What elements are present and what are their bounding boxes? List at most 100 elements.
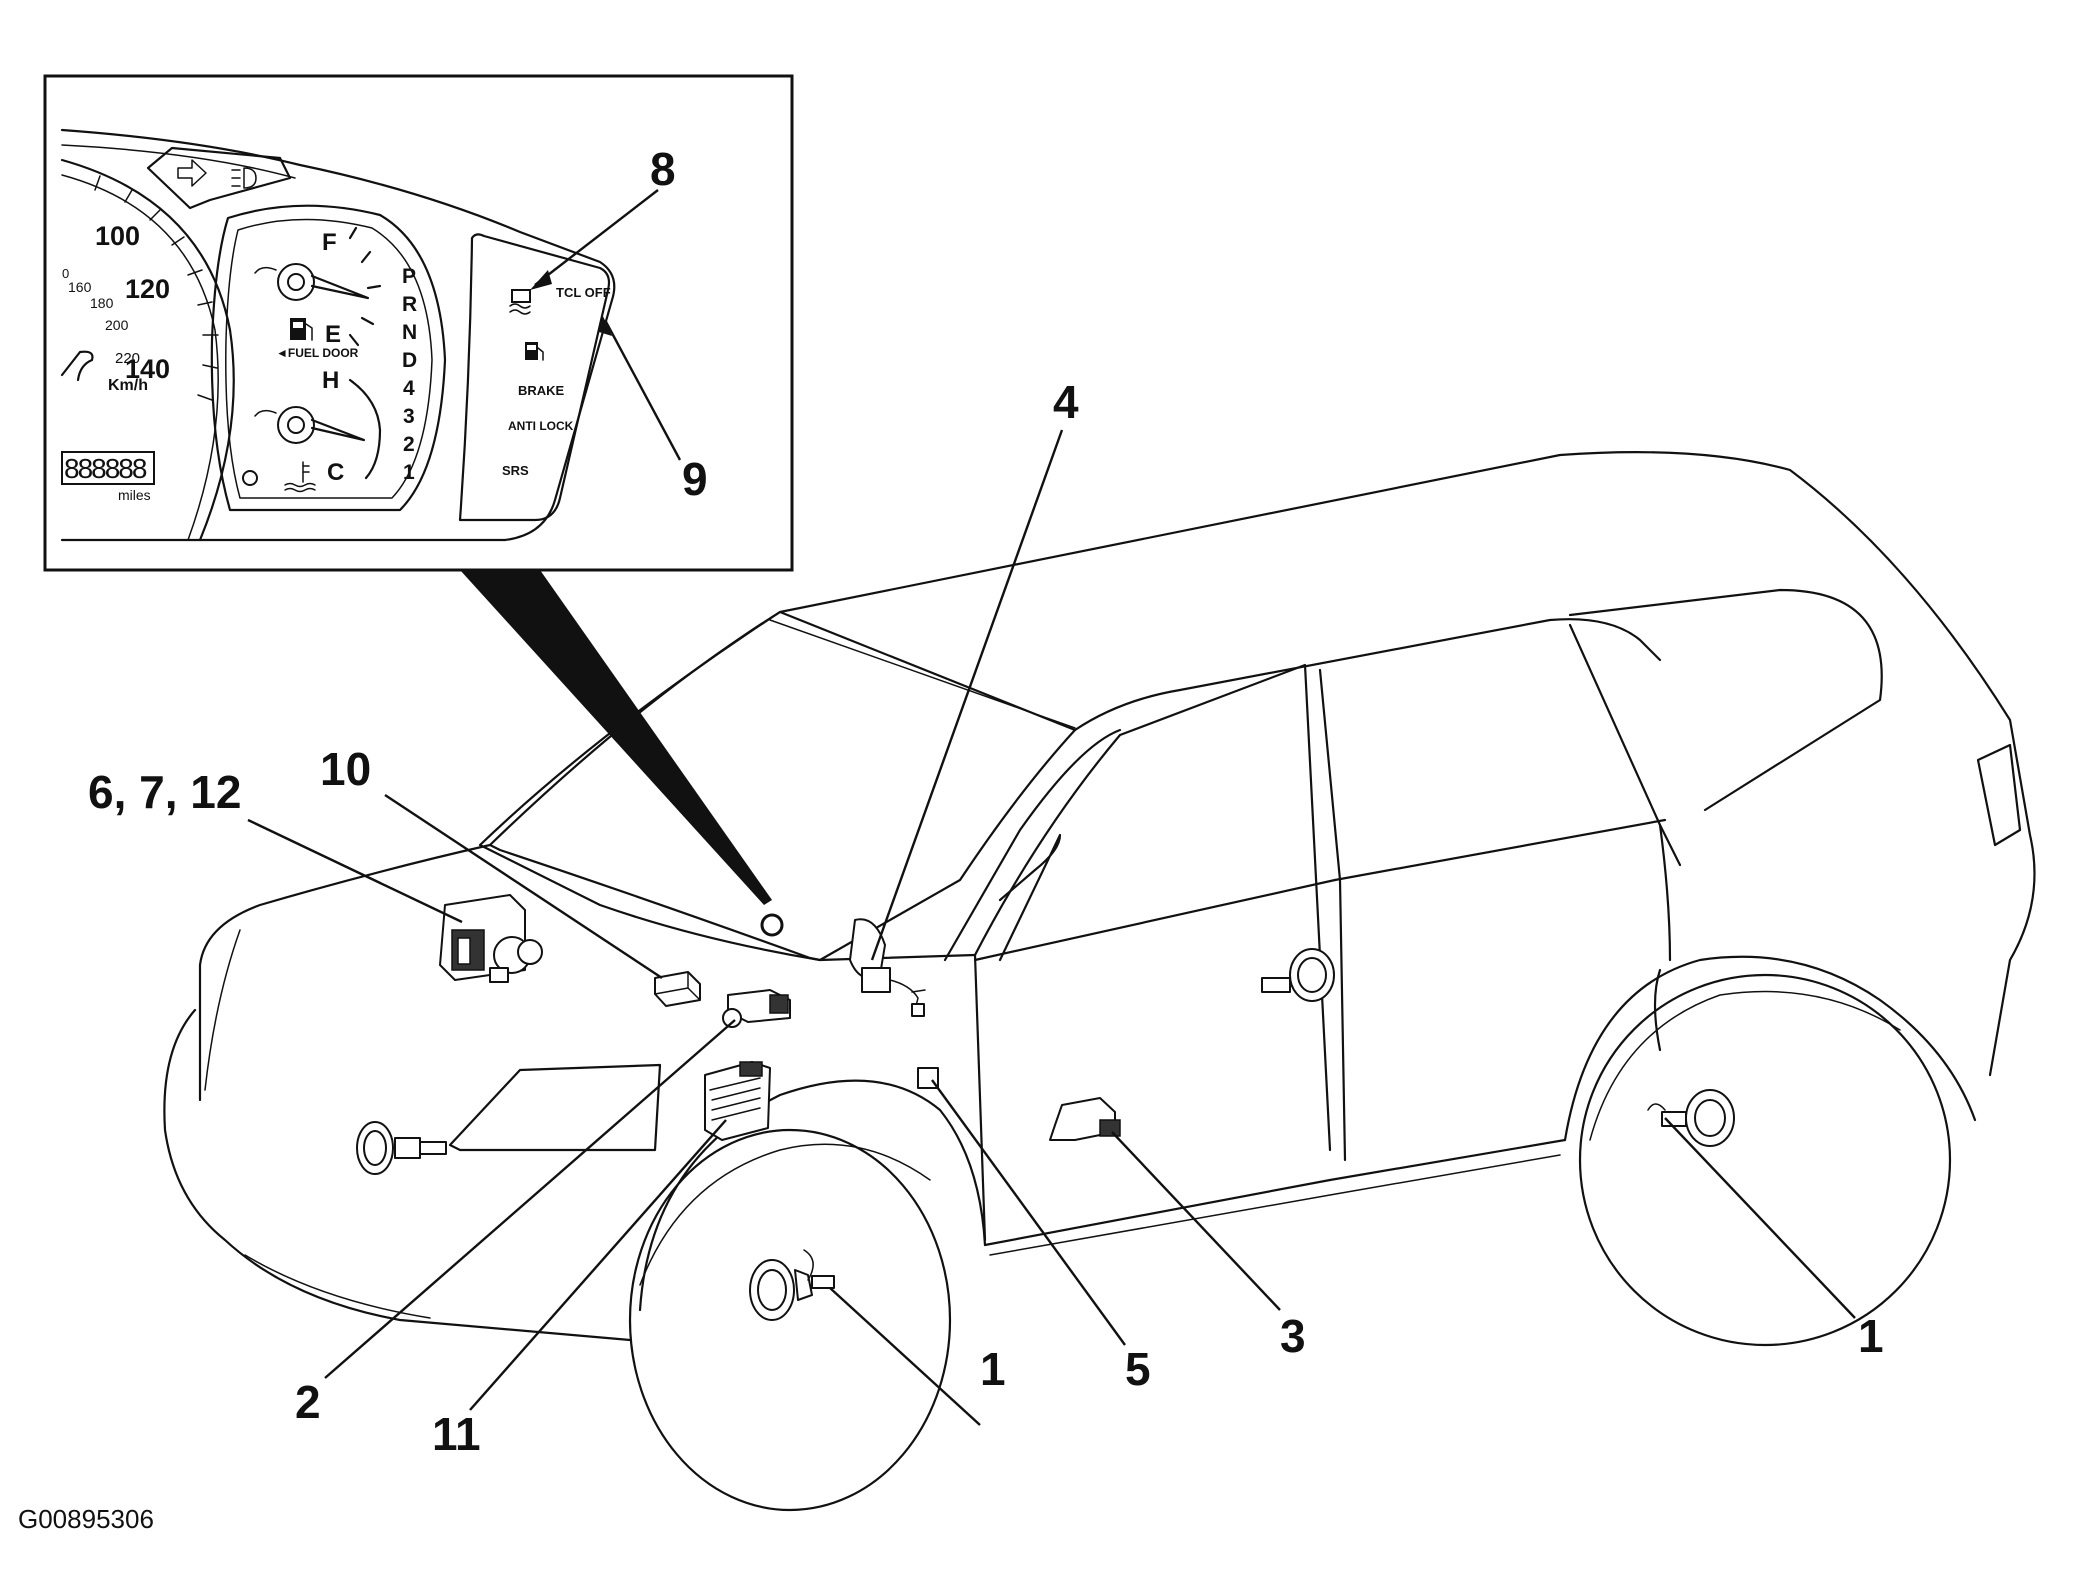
gear-3: 3 (403, 405, 415, 428)
kmh-mark-220: 220 (115, 350, 140, 367)
control-unit-icon (654, 971, 701, 1007)
odometer-unit: miles (118, 487, 151, 503)
kmh-mark-200: 200 (105, 317, 129, 333)
callout-1-rear: 1 (1858, 1310, 1884, 1362)
cluster-location-marker (760, 913, 784, 937)
windshield (478, 610, 1077, 962)
coolant-temp-icon (284, 461, 316, 493)
fuel-empty-mark: E (325, 321, 341, 348)
tail-light (1976, 743, 2022, 847)
g-sensor-icon (1049, 1097, 1121, 1141)
inset-frame (43, 74, 794, 572)
inset-pointer (460, 570, 772, 905)
leader-5 (931, 1079, 1126, 1346)
speedometer-ticks (94, 175, 219, 401)
speedometer-needle (60, 350, 94, 382)
gear-2: 2 (403, 433, 415, 456)
rear-wheel (1578, 973, 1952, 1347)
callout-6-7-12: 6, 7, 12 (88, 766, 241, 818)
fuel-needle (310, 274, 370, 300)
fuel-temp-gauge-bezel (210, 204, 447, 512)
leader-6-7-12 (247, 818, 463, 924)
temp-cold-mark: C (327, 459, 344, 486)
headlight (448, 1063, 662, 1152)
leader-1-rear (1664, 1117, 1856, 1319)
rear-quarter-window (1568, 588, 1883, 812)
fuel-pump-icon (290, 318, 313, 341)
gear-4: 4 (403, 377, 415, 400)
fuel-gauge-ticks (348, 226, 382, 347)
speed-unit: Km/h (108, 377, 148, 394)
leader-8 (534, 189, 659, 286)
warning-brake: BRAKE (518, 383, 565, 398)
front-bumper (163, 1008, 632, 1342)
callout-4: 4 (1053, 376, 1079, 428)
gear-indicator: P R N D 4 3 2 1 (402, 265, 417, 484)
kmh-mark-180: 180 (90, 295, 114, 311)
warning-srs: SRS (502, 463, 529, 478)
leader-10 (384, 793, 663, 980)
beltline-front (973, 878, 1337, 962)
callout-11: 11 (432, 1408, 481, 1460)
leader-1-front (829, 1287, 981, 1426)
wheel-speed-sensor-icon (356, 1121, 447, 1175)
warning-tcl-off: TCL OFF (556, 285, 611, 300)
gear-r: R (402, 293, 417, 316)
kmh-mark-0: 0 (62, 266, 69, 281)
callout-10: 10 (320, 743, 371, 795)
abs-hydraulic-unit-icon (439, 894, 543, 983)
front-wheel-arch (638, 1079, 987, 1312)
front-wheel (628, 1128, 952, 1512)
traction-warning-icon (509, 289, 531, 315)
leader-4 (870, 429, 1064, 961)
control-unit-icon (704, 1061, 771, 1141)
gauge-reset-knob (242, 470, 258, 486)
gear-1: 1 (403, 461, 415, 484)
callout-9: 9 (682, 453, 708, 505)
cluster-housing (60, 128, 616, 542)
gear-p: P (402, 265, 416, 288)
front-door-window (973, 663, 1332, 1152)
callout-2: 2 (295, 1376, 321, 1428)
turn-signal-icon (177, 159, 207, 187)
steering-sensor-icon (849, 918, 926, 1017)
temp-needle (310, 418, 366, 442)
hood-rear (488, 843, 977, 962)
speedometer-rim (60, 158, 235, 542)
odometer-value: 888888 (64, 453, 147, 484)
beltline-rear (1333, 818, 1667, 882)
fuel-door-label: ◄FUEL DOOR (276, 346, 359, 360)
speed-mark-140: 140 (125, 354, 170, 384)
speed-mark-100: 100 (95, 221, 140, 251)
callout-8: 8 (650, 143, 676, 195)
warning-anti-lock: ANTI LOCK (508, 419, 574, 433)
b-pillar (1318, 668, 1347, 1162)
cluster-inset: 100 120 140 0 160 180 200 220 Km/h 88888… (43, 74, 794, 937)
speed-mark-120: 120 (125, 274, 170, 304)
fuel-pump-icon (525, 342, 544, 361)
vehicle-outline (163, 451, 2036, 1342)
leader-2 (324, 1019, 736, 1379)
temp-hot-mark: H (322, 367, 339, 394)
fuel-full-mark: F (322, 229, 337, 256)
indicator-pod (146, 146, 292, 210)
callout-3: 3 (1280, 1310, 1306, 1362)
callout-1-front: 1 (980, 1343, 1006, 1395)
kmh-mark-160: 160 (68, 279, 92, 295)
wheel-speed-sensor-icon (749, 1249, 835, 1321)
warning-light-panel (458, 233, 611, 522)
rocker-panel (983, 1138, 1567, 1247)
leader-9 (603, 319, 682, 461)
wheel-speed-sensor-icon (1261, 948, 1335, 1002)
figure-id: G00895306 (18, 1504, 154, 1534)
wheel-speed-sensor-icon (1647, 1089, 1735, 1147)
temp-gauge-arc (348, 378, 382, 480)
brake-sensor-icon (722, 989, 791, 1028)
headlight-icon (231, 167, 257, 189)
leader-11 (469, 1119, 727, 1411)
hood-edge (198, 843, 492, 1102)
odometer-display (61, 451, 155, 485)
gear-n: N (402, 321, 417, 344)
